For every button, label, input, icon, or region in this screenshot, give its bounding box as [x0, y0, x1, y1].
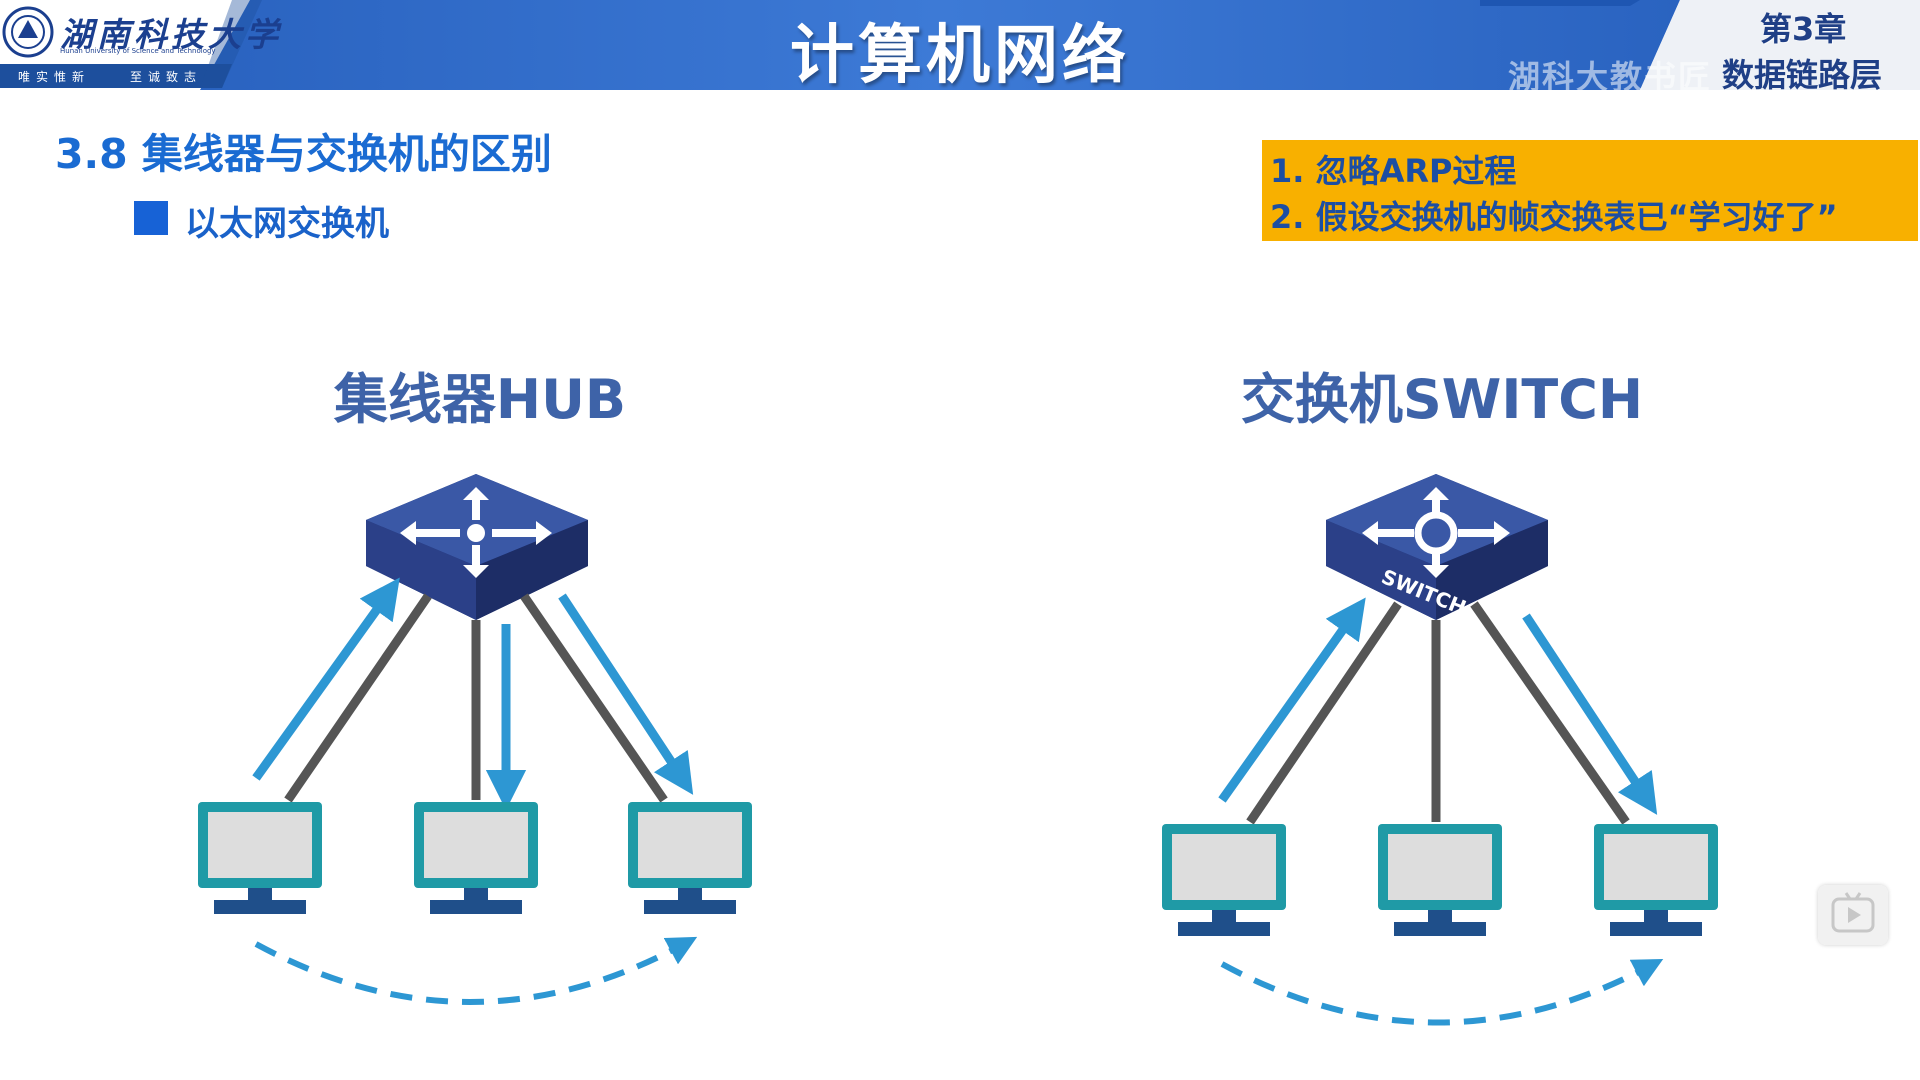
hub-arrow-up-left	[252, 577, 400, 781]
switch-link-left	[1246, 601, 1402, 825]
university-name: 湖南科技大学	[60, 15, 282, 54]
switch-device-icon: SWITCH	[1326, 474, 1548, 620]
hub-computer-left-icon	[198, 802, 322, 914]
note-line-2: 2. 假设交换机的帧交换表已“学习好了”	[1270, 198, 1838, 236]
bullet-square-icon	[134, 201, 168, 235]
hub-link-left	[284, 593, 432, 803]
switch-computer-center-icon	[1378, 824, 1502, 936]
hub-computer-right-icon	[628, 802, 752, 914]
switch-computer-left-icon	[1162, 824, 1286, 936]
switch-dashed-arrow	[1220, 958, 1664, 1026]
hub-arrow-down-right	[558, 593, 694, 795]
hub-link-right	[520, 593, 668, 803]
switch-computer-right-icon	[1594, 824, 1718, 936]
section-title: 3.8 集线器与交换机的区别	[55, 130, 552, 178]
switch-diagram-title: 交换机SWITCH	[1240, 368, 1644, 431]
motto-right: 至诚致志	[130, 70, 203, 84]
hub-diagram-title: 集线器HUB	[333, 368, 627, 431]
header-bar	[0, 0, 1920, 90]
bullet-heading: 以太网交换机	[185, 204, 389, 244]
hub-device-icon	[366, 474, 588, 620]
watermark: 湖科大教书匠	[1508, 58, 1713, 96]
hub-dashed-arrow	[254, 936, 698, 1005]
switch-arrow-down-right	[1522, 613, 1658, 815]
motto-left: 唯实惟新	[18, 70, 91, 84]
note-line-1: 1. 忽略ARP过程	[1270, 152, 1517, 190]
switch-link-right	[1470, 601, 1630, 825]
switch-arrow-up-left	[1218, 597, 1366, 803]
chapter-number: 第3章	[1760, 10, 1847, 48]
hub-computer-center-icon	[414, 802, 538, 914]
play-button[interactable]	[1818, 885, 1888, 945]
play-icon	[1831, 892, 1875, 933]
chapter-name: 数据链路层	[1722, 56, 1883, 94]
assumptions-note: 1. 忽略ARP过程 2. 假设交换机的帧交换表已“学习好了”	[1262, 140, 1918, 241]
university-english-name: Hunan University of Science and Technolo…	[60, 47, 216, 55]
course-title: 计算机网络	[790, 19, 1130, 93]
